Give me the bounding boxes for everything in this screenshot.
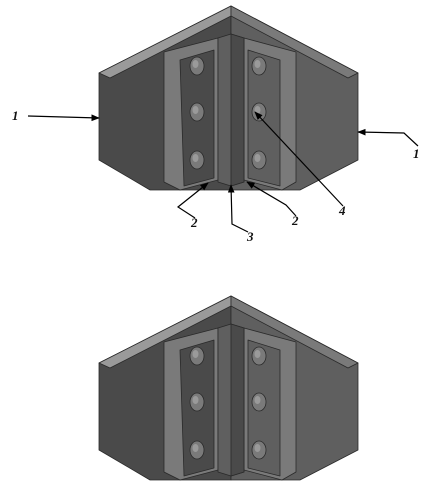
bolt-highlight-6	[254, 154, 261, 162]
leader-right-angle	[246, 181, 297, 217]
bolt-highlight-1	[192, 60, 199, 68]
callout-label-right-panel: 1	[413, 146, 420, 161]
bolt-highlight-5	[254, 396, 261, 404]
bolt-highlight-4	[254, 60, 261, 68]
leader-left-angle	[176, 182, 209, 219]
joint-figure-top	[98, 5, 359, 191]
joint-figure-bottom	[98, 295, 359, 481]
center-spacer-side	[230, 323, 245, 477]
bolt-highlight-2	[192, 396, 199, 404]
center-spacer-side	[230, 33, 245, 187]
callout-leaders	[27, 111, 419, 233]
leader-bolt	[254, 111, 344, 207]
bolt-highlight-4	[254, 350, 261, 358]
callout-labels: 1 1 2 2 3 4	[12, 108, 420, 244]
right-panel-top-edge	[230, 5, 359, 79]
bolt-highlight-1	[192, 350, 199, 358]
bolt-highlight-3	[192, 444, 199, 452]
callout-label-bolt: 4	[338, 203, 346, 218]
leader-left-panel	[27, 114, 100, 122]
bolt-highlight-2	[192, 106, 199, 114]
leader-right-panel	[357, 128, 419, 147]
callout-label-left-panel: 1	[12, 108, 19, 123]
callout-label-left-angle: 2	[190, 215, 198, 230]
callout-label-right-angle: 2	[291, 213, 299, 228]
bolt-highlight-6	[254, 444, 261, 452]
callout-label-center-spacer: 3	[246, 229, 254, 244]
leader-center-spacer	[227, 184, 249, 233]
right-panel-top-edge	[230, 295, 359, 369]
bolt-highlight-3	[192, 154, 199, 162]
